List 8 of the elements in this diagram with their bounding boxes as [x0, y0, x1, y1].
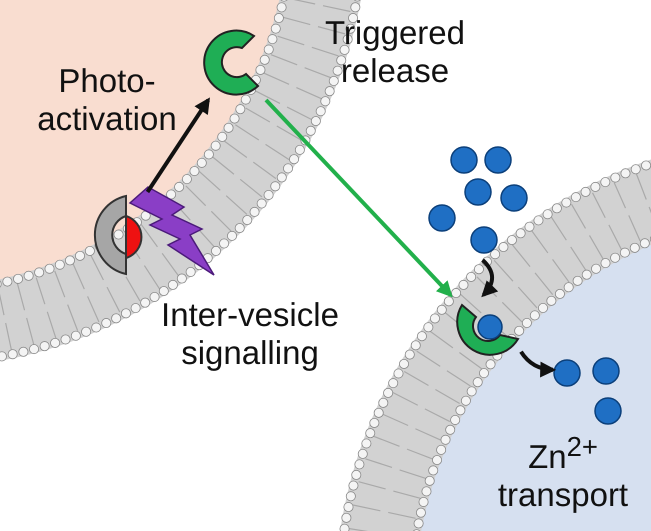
caption-text: Zn$^{2+}$ transport	[496, 430, 630, 514]
caption-text: Photo-activation	[36, 62, 178, 138]
arrow	[519, 350, 556, 378]
arrow	[146, 97, 210, 194]
arrow	[481, 258, 498, 298]
caption-text: Triggered release	[324, 14, 466, 90]
arrow	[264, 98, 453, 298]
caption-text: Inter-vesicle signalling	[160, 296, 340, 372]
